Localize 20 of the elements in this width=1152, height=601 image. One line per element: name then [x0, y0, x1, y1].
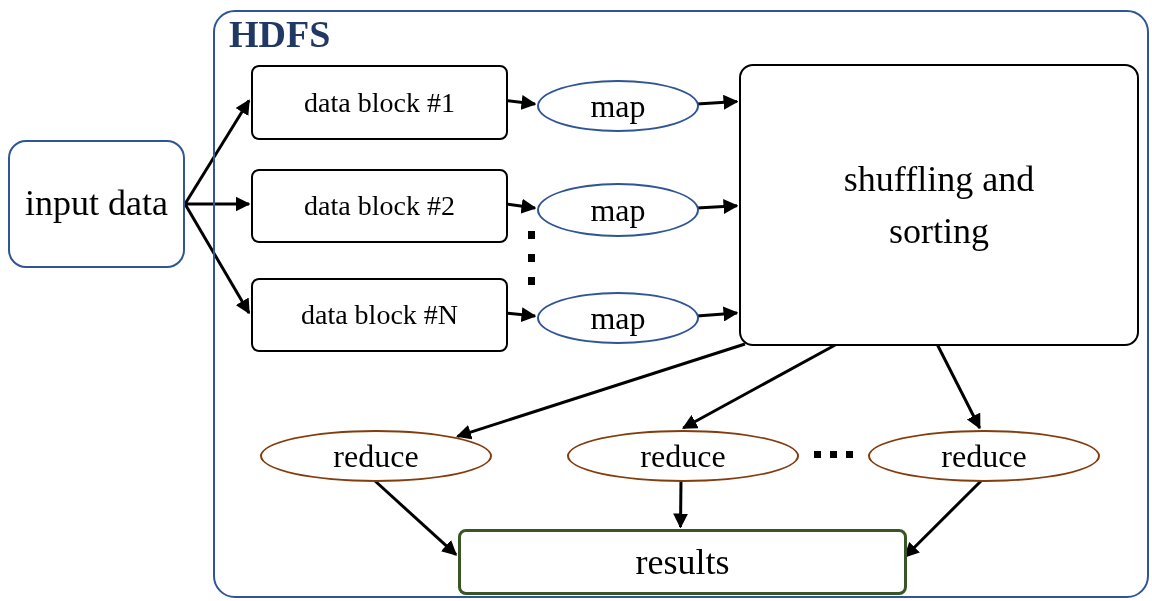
- map-ellipse: map: [537, 183, 699, 237]
- data-block-box: data block #1: [251, 65, 508, 140]
- map-ellipse: map: [537, 80, 699, 132]
- reduce-ellipse: reduce: [868, 430, 1100, 482]
- results-box: results: [458, 529, 907, 595]
- hdfs-container: [213, 10, 1149, 598]
- arrow: [183, 99, 251, 205]
- reduce-ellipse: reduce: [260, 430, 492, 482]
- arrow: [673, 480, 689, 529]
- arrow: [456, 342, 746, 440]
- arrow: [935, 343, 981, 430]
- input-box: input data: [8, 140, 185, 268]
- map-ellipse: map: [537, 292, 699, 344]
- process-box: shuffling and sorting: [739, 64, 1139, 346]
- arrow: [183, 203, 251, 315]
- data-block-box: data block #N: [251, 278, 508, 352]
- arrow: [185, 196, 251, 212]
- reduce-ellipse: reduce: [567, 430, 799, 482]
- container-title: HDFS: [229, 12, 331, 57]
- data-block-box: data block #2: [251, 169, 508, 243]
